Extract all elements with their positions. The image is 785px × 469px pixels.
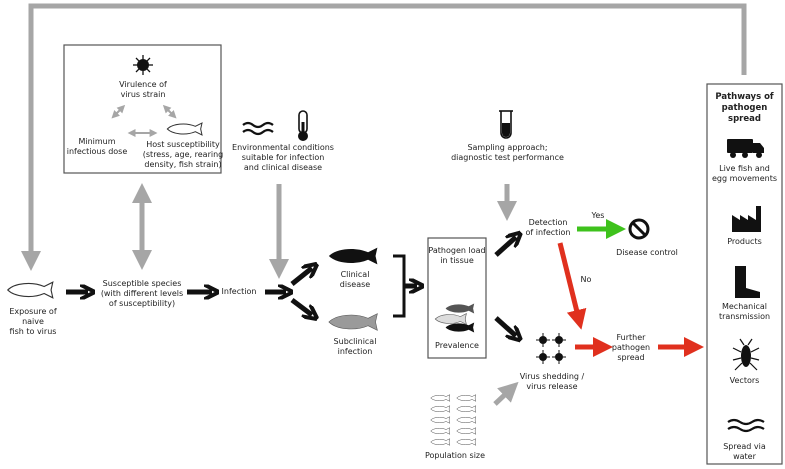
population-fish-grid: [430, 394, 477, 446]
prevalence-label: Prevalence: [435, 341, 479, 350]
measurement-box: [427, 237, 487, 359]
feedback-loop-arrow: [21, 3, 747, 271]
population-label: Population size: [424, 451, 486, 460]
virus-cluster-icon: [536, 333, 566, 364]
population-arrow: [493, 381, 519, 406]
yes-label: Yes: [591, 211, 605, 220]
water-icon: [727, 418, 765, 433]
host-susceptibility-label: Host susceptibility (stress, age, rearin…: [142, 140, 224, 169]
subclinical-fish-icon: [328, 313, 378, 331]
factor-arrow-2: [162, 104, 177, 119]
to-detection-arrow: [494, 237, 516, 257]
sampling-label: Sampling approach; diagnostic test perfo…: [451, 143, 564, 162]
boot-icon: [735, 266, 760, 298]
pathway-label-mechanical: Mechanical transmission: [718, 302, 771, 321]
waves-icon: [242, 121, 274, 136]
further-spread-label: Further pathogen spread: [611, 333, 651, 362]
min-dose-label: Minimum infectious dose: [66, 137, 128, 156]
environment-label: Environmental conditions suitable for in…: [232, 143, 334, 172]
truck-icon: [727, 139, 764, 158]
to-clinical-arrow: [290, 268, 312, 286]
factory-icon: [732, 206, 761, 232]
test-tube-icon: [499, 110, 513, 139]
pathway-label-vectors: Vectors: [729, 376, 760, 385]
bracket: [393, 254, 406, 318]
factor-arrow-1: [111, 104, 126, 119]
pathways-title: Pathways of pathogen spread: [715, 92, 774, 124]
to-subclinical-arrow: [290, 298, 312, 315]
susceptible-label: Susceptible species (with different leve…: [100, 279, 184, 308]
infection-label: Infection: [221, 287, 257, 296]
insect-icon: [732, 338, 760, 371]
pathogen-load-label: Pathogen load in tissue: [428, 246, 486, 265]
exposure-label: Exposure of naive fish to virus: [9, 307, 57, 336]
subclinical-label: Subclinical infection: [333, 337, 377, 356]
no-arrow: [557, 242, 587, 330]
no-entry-icon: [628, 218, 650, 240]
thermometer-icon: [298, 110, 308, 141]
virulence-label: Virulence of virus strain: [119, 80, 167, 99]
to-shedding-arrow: [494, 316, 516, 336]
shedding-label: Virus shedding / virus release: [519, 372, 585, 391]
pathway-label-water: Spread via water: [723, 442, 766, 461]
detection-label: Detection of infection: [525, 218, 571, 237]
disease-control-label: Disease control: [616, 248, 678, 257]
virus-icon: [133, 55, 153, 75]
naive-fish-icon: [7, 281, 54, 299]
pathway-label-products: Products: [727, 237, 762, 246]
clinical-fish-icon: [328, 247, 378, 265]
clinical-label: Clinical disease: [339, 270, 371, 289]
no-label: No: [580, 275, 592, 284]
pathway-label-live-fish: Live fish and egg movements: [711, 164, 778, 183]
